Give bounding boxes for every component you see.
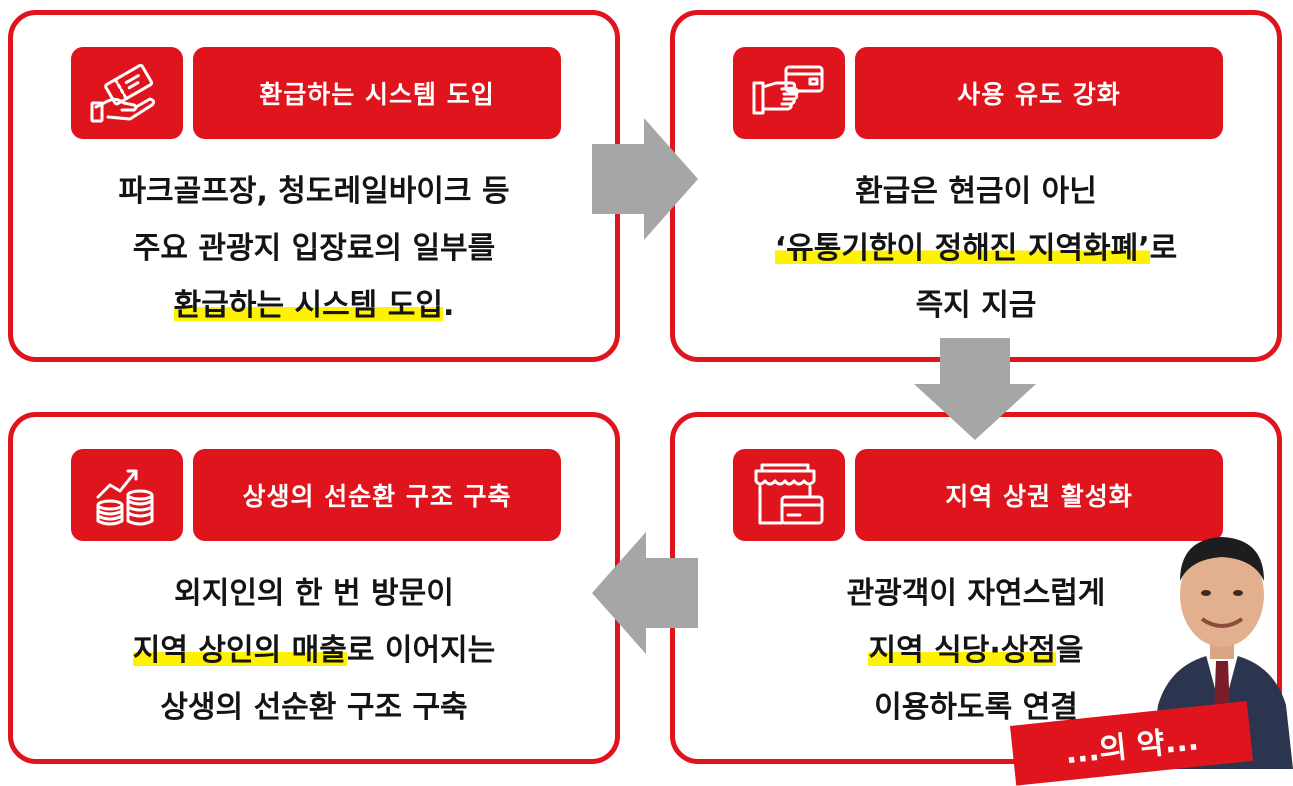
highlight-text: 환급하는 시스템 도입 [173, 288, 443, 323]
card-body: 환급은 현금이 아닌 ‘유통기한이 정해진 지역화폐’로 즉지 지금 [675, 163, 1277, 334]
arrow-down-icon [914, 338, 1036, 440]
body-line-1: 환급은 현금이 아닌 [855, 174, 1097, 209]
coins-growth-icon [71, 449, 183, 541]
body-line-2: 주요 관광지 입장료의 일부를 [132, 231, 496, 266]
body-line-3: 즉지 지금 [915, 288, 1037, 323]
ticket-hand-icon [71, 47, 183, 139]
card-win-win-cycle: 상생의 선순환 구조 구축 외지인의 한 번 방문이 지역 상인의 매출로 이어… [8, 412, 620, 764]
card-refund-system: 환급하는 시스템 도입 파크골프장, 청도레일바이크 등 주요 관광지 입장료의… [8, 10, 620, 362]
highlight-text: 지역 상인의 매출 [132, 633, 347, 668]
body-line-2: 지역 상인의 매출로 이어지는 [132, 633, 496, 668]
body-line-1: 관광객이 자연스럽게 [846, 576, 1106, 611]
highlight-text: ‘유통기한이 정해진 지역화폐’ [774, 231, 1150, 266]
body-line-2: ‘유통기한이 정해진 지역화폐’로 [774, 231, 1178, 266]
card-title: 지역 상권 활성화 [855, 449, 1223, 541]
card-usage-promotion: 사용 유도 강화 환급은 현금이 아닌 ‘유통기한이 정해진 지역화폐’로 즉지… [670, 10, 1282, 362]
card-title: 사용 유도 강화 [855, 47, 1223, 139]
card-body: 관광객이 자연스럽게 지역 식당·상점을 이용하도록 연결 [675, 565, 1277, 736]
arrow-left-icon [592, 532, 698, 654]
body-line-3: 환급하는 시스템 도입. [173, 288, 455, 323]
body-line-1: 외지인의 한 번 방문이 [174, 576, 454, 611]
card-body: 파크골프장, 청도레일바이크 등 주요 관광지 입장료의 일부를 환급하는 시스… [13, 163, 615, 334]
arrow-right-icon [592, 118, 698, 240]
card-local-commerce: 지역 상권 활성화 관광객이 자연스럽게 지역 식당·상점을 이용하도록 연결 [670, 412, 1282, 764]
body-line-1: 파크골프장, 청도레일바이크 등 [118, 174, 510, 209]
card-body: 외지인의 한 번 방문이 지역 상인의 매출로 이어지는 상생의 선순환 구조 … [13, 565, 615, 736]
body-line-3: 상생의 선순환 구조 구축 [160, 690, 468, 725]
card-title: 환급하는 시스템 도입 [193, 47, 561, 139]
card-payment-icon [733, 47, 845, 139]
highlight-text: 지역 식당·상점 [868, 633, 1056, 668]
body-line-3: 이용하도록 연결 [874, 690, 1078, 725]
card-title: 상생의 선순환 구조 구축 [193, 449, 561, 541]
body-line-2: 지역 식당·상점을 [868, 633, 1084, 668]
storefront-icon [733, 449, 845, 541]
